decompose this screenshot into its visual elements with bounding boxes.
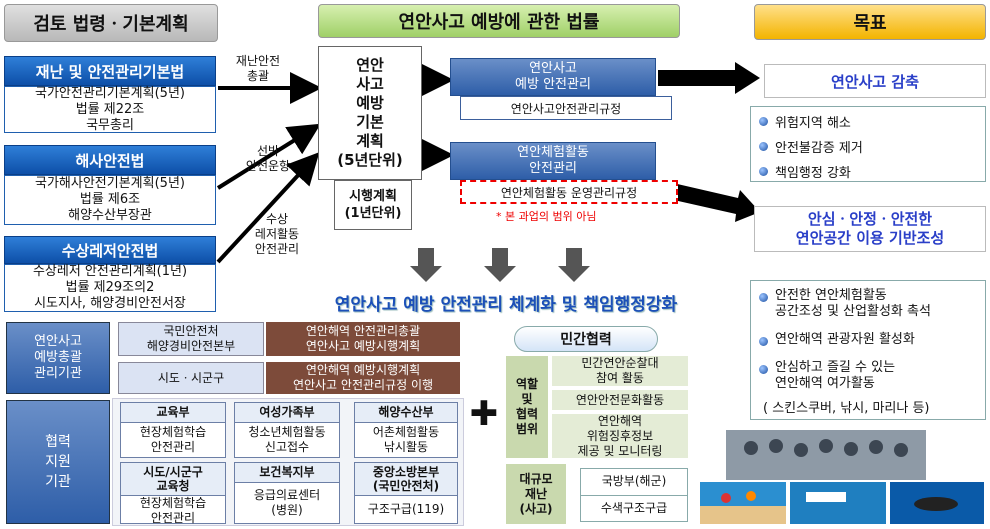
- arrow-goal2: [656, 180, 760, 222]
- civil-item-1: 민간연안순찰대 참여 활동: [552, 356, 688, 386]
- header-laws: 검토 법령ㆍ기본계획: [4, 4, 218, 42]
- header-goal: 목표: [754, 4, 986, 40]
- arrow-label-2: 선박 안전운항: [245, 144, 291, 173]
- law-name-3: 수상레저안전법: [4, 236, 216, 264]
- law-name-2: 해사안전법: [4, 145, 216, 175]
- exec-plan-text: 시행계획 (1년단위): [344, 189, 402, 221]
- civil-item-3: 연안해역 위험징후정보 제공 및 모니터링: [552, 414, 688, 458]
- civil-role-label: 역할 및 협력 범위: [506, 356, 548, 458]
- law-owner-2: 해양수산부장관: [68, 208, 152, 223]
- civil-item-text: 연안해역 위험징후정보 제공 및 모니터링: [577, 413, 663, 458]
- civil-item-text: 민간연안순찰대 참여 활동: [581, 356, 659, 385]
- support-label-text: 협력 지원 기관: [45, 434, 71, 490]
- header-act: 연안사고 예방에 관한 법률: [318, 4, 680, 38]
- arrow-law2: [216, 123, 321, 190]
- goal2-item: 안심하고 즐길 수 있는 연안해역 여가활동: [755, 357, 981, 395]
- law-plan-2: 국가해사안전기본계획(5년): [35, 176, 185, 191]
- arrow-goal1: [658, 62, 760, 94]
- goal2-item: 연안해역 관광자원 활성화: [755, 329, 981, 351]
- goal2-list: 안전한 연안체험활동 공간조성 및 산업활성화 촉석 연안해역 관광자원 활성화…: [750, 280, 986, 420]
- support-card-fire: 중앙소방본부 (국민안전처) 구조구급(119): [354, 462, 458, 524]
- general-label-text: 연안사고 예방총괄 관리기관: [34, 334, 82, 381]
- goal1-text: 연안사고 감축: [830, 72, 920, 91]
- card-name: 보건복지부: [235, 463, 339, 483]
- down-arrows: [410, 248, 590, 282]
- card-desc: 구조구급(119): [367, 502, 445, 516]
- photo-people: [726, 430, 926, 480]
- goal1-item: 책임행정 강화: [755, 159, 981, 184]
- policy-banner: 연안사고 예방 안전관리 체계화 및 책임행정강화: [334, 295, 678, 315]
- law-article-3: 법률 제29조의2: [65, 280, 155, 295]
- org-row-1-role: 연안해역 안전관리총괄 연안사고 예방시행계획: [266, 322, 460, 356]
- arrow-label-3: 수상 레저활동 안전관리: [254, 212, 300, 256]
- navy-name: 국방부(해군): [581, 469, 687, 496]
- scope-note: * 본 과업의 범위 아님: [496, 210, 597, 223]
- photo-water: [790, 482, 886, 524]
- civil-item-text: 연안안전문화활동: [575, 392, 665, 407]
- civil-title-text: 민간협력: [560, 332, 612, 348]
- law-detail-3: 수상레저 안전관리계획(1년) 법률 제29조의2 시도지사, 해양경비안전서장: [4, 264, 216, 312]
- law-owner-3: 시도지사, 해양경비안전서장: [34, 296, 186, 311]
- goal1-list: 위험지역 해소 안전불감증 제거 책임행정 강화: [750, 106, 986, 182]
- card-name: 교육부: [121, 403, 225, 423]
- card-name: 해양수산부: [355, 403, 457, 423]
- support-card-family: 여성가족부 청소년체험활동 신고접수: [234, 402, 340, 458]
- card-name: 중앙소방본부 (국민안전처): [355, 463, 457, 496]
- manage2-sub: 연안체험활동 운영관리규정: [460, 180, 678, 204]
- org-row-2-name: 시도ㆍ시군구: [118, 362, 264, 394]
- card-desc: 현장체험학습 안전관리: [139, 425, 207, 454]
- support-card-ocean: 해양수산부 어촌체험활동 낚시활동: [354, 402, 458, 458]
- org-role: 연안해역 안전관리총괄 연안사고 예방시행계획: [305, 324, 421, 353]
- manage2-title: 연안체험활동 안전관리: [450, 142, 656, 180]
- civil-item-2: 연안안전문화활동: [552, 390, 688, 410]
- law-owner-1: 국무총리: [86, 117, 134, 133]
- photo-collage: [700, 430, 984, 524]
- plus-icon: ✚: [469, 394, 499, 434]
- card-desc: 응급의료센터 (병원): [253, 488, 321, 517]
- org-row-1-name: 국민안전처 해양경비안전본부: [118, 322, 264, 356]
- goal1-item: 안전불감증 제거: [755, 134, 981, 159]
- goal2-note: ( 스킨스쿠버, 낚시, 마리나 등): [763, 401, 930, 416]
- civil-role-text: 역할 및 협력 범위: [515, 377, 539, 436]
- disaster-label-text: 대규모 재난 (사고): [519, 471, 553, 516]
- org-name: 국민안전처 해양경비안전본부: [146, 324, 236, 353]
- arrow-label-1: 재난안전 총괄: [235, 54, 281, 83]
- arrow-law3: [216, 152, 320, 264]
- support-card-edu: 교육부 현장체험학습 안전관리: [120, 402, 226, 458]
- law-plan-1: 국가안전관리기본계획(5년): [35, 85, 185, 101]
- org-name: 시도ㆍ시군구: [157, 370, 225, 385]
- goal2-box: 안심ㆍ안정ㆍ안전한 연안공간 이용 기반조성: [754, 206, 986, 252]
- org-role: 연안해역 예방시행계획 연안사고 안전관리규정 이행: [292, 363, 434, 392]
- goal1-item: 위험지역 해소: [755, 109, 981, 134]
- exec-plan-box: 시행계획 (1년단위): [334, 180, 412, 230]
- org-row-2-role: 연안해역 예방시행계획 연안사고 안전관리규정 이행: [266, 362, 460, 394]
- card-desc: 어촌체험활동 낚시활동: [372, 425, 440, 454]
- card-desc: 현장체험학습 안전관리: [139, 496, 207, 525]
- civil-title: 민간협력: [514, 326, 658, 352]
- law-detail-1: 국가안전관리기본계획(5년) 법률 제22조 국무총리: [4, 86, 216, 133]
- law-name-1: 재난 및 안전관리기본법: [4, 56, 216, 86]
- basic-plan-box: 연안 사고 예방 기본 계획 (5년단위): [318, 46, 422, 180]
- navy-desc: 수색구조구급: [600, 500, 668, 515]
- goal2-text: 안심ㆍ안정ㆍ안전한 연안공간 이용 기반조성: [795, 210, 945, 247]
- support-label: 협력 지원 기관: [6, 400, 110, 524]
- card-name: 여성가족부: [235, 403, 339, 423]
- law-detail-2: 국가해사안전기본계획(5년) 법률 제6조 해양수산부장관: [4, 175, 216, 225]
- law-article-1: 법률 제22조: [75, 101, 145, 117]
- support-card-local-edu: 시도/시군구 교육청 현장체험학습 안전관리: [120, 462, 226, 525]
- basic-plan-text: 연안 사고 예방 기본 계획 (5년단위): [337, 56, 403, 169]
- general-label: 연안사고 예방총괄 관리기관: [6, 322, 110, 394]
- support-card-health: 보건복지부 응급의료센터 (병원): [234, 462, 340, 524]
- law-plan-3: 수상레저 안전관리계획(1년): [32, 264, 188, 279]
- card-name: 시도/시군구 교육청: [121, 463, 225, 496]
- manage1-sub: 연안사고안전관리규정: [460, 96, 672, 120]
- manage1-title: 연안사고 예방 안전관리: [450, 58, 656, 96]
- navy-card: 국방부(해군) 수색구조구급: [580, 468, 688, 522]
- disaster-label: 대규모 재난 (사고): [506, 464, 566, 524]
- law-article-2: 법률 제6조: [79, 192, 141, 207]
- card-desc: 청소년체험활동 신고접수: [248, 425, 326, 454]
- goal2-item: 안전한 연안체험활동 공간조성 및 산업활성화 촉석: [755, 285, 981, 323]
- goal1-box: 연안사고 감축: [764, 64, 986, 98]
